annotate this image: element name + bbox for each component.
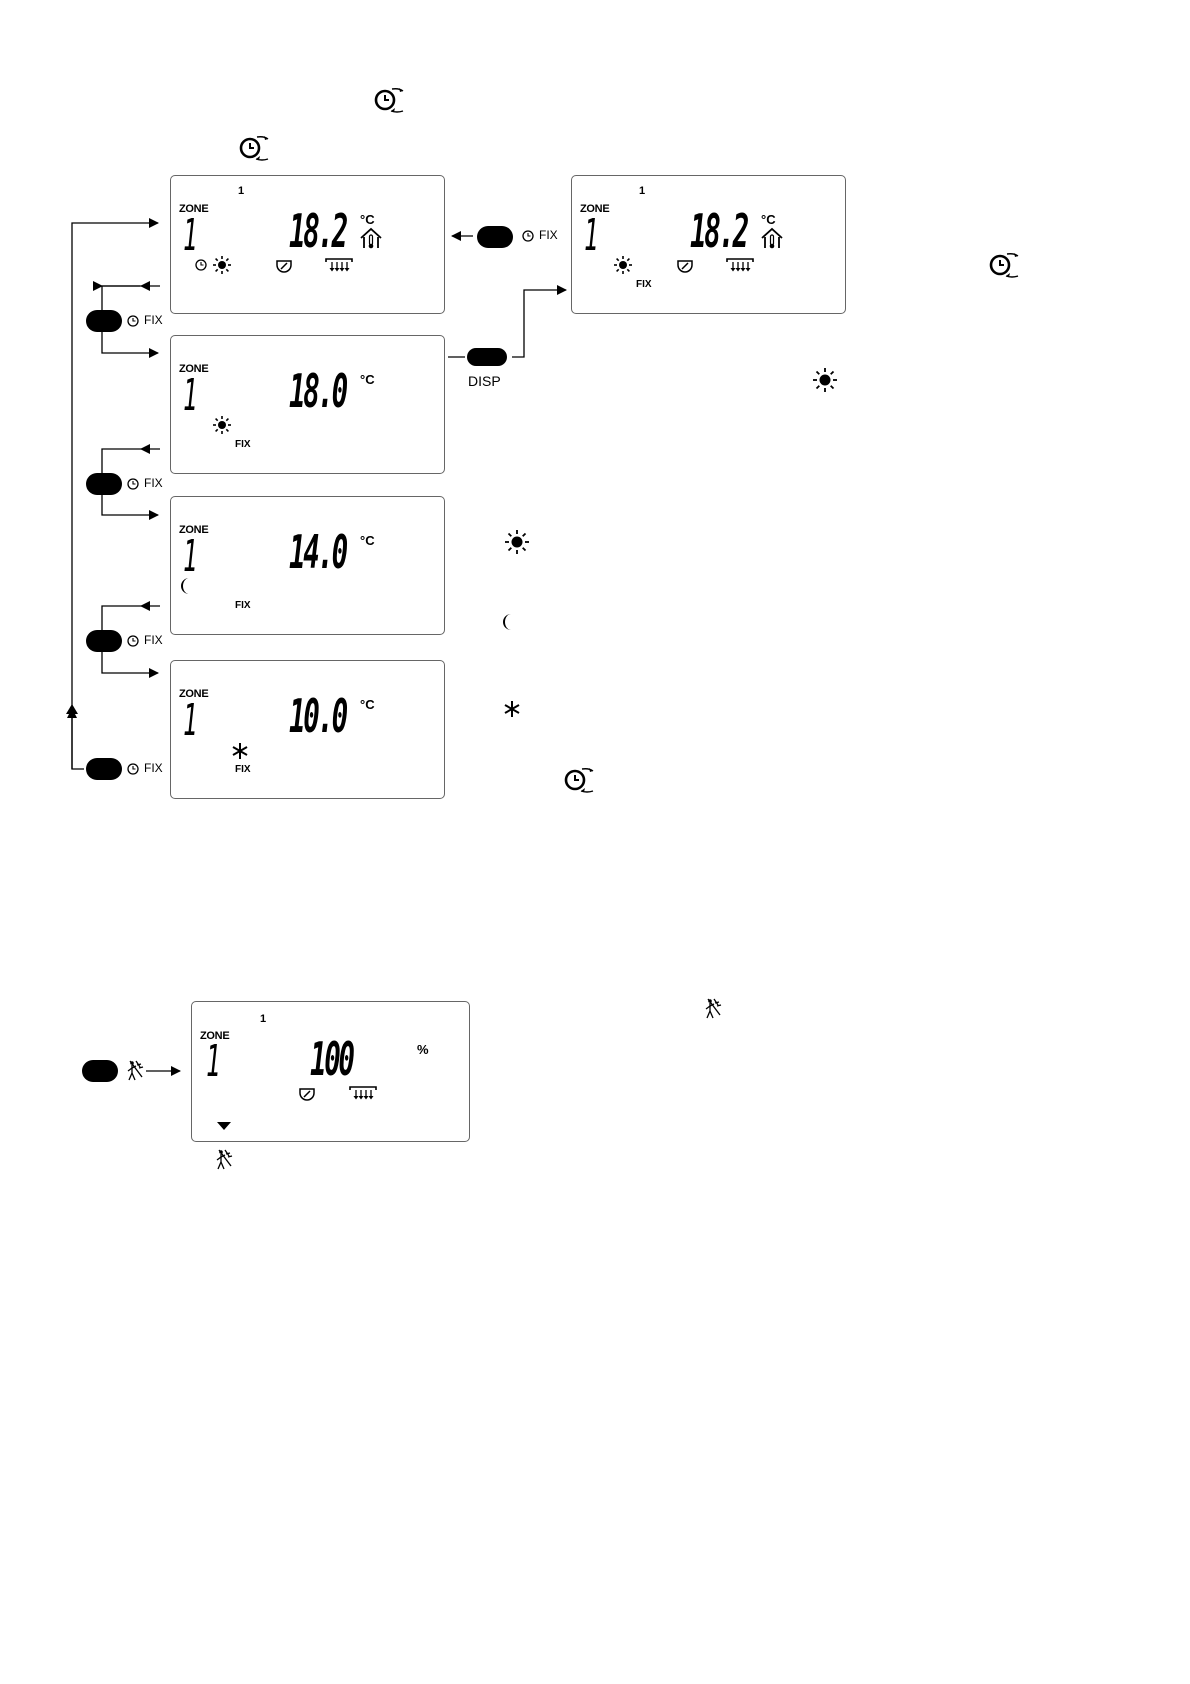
disp-label: DISP bbox=[468, 373, 501, 389]
clock-cycle-icon bbox=[1000, 265, 1001, 266]
zone-number: 1 bbox=[183, 535, 196, 579]
fix-label: FIX bbox=[539, 228, 558, 242]
valve-icon bbox=[685, 266, 686, 267]
mode-button[interactable] bbox=[86, 630, 122, 652]
fix-label: FIX bbox=[144, 313, 163, 327]
down-arrow-indicator-icon bbox=[224, 1126, 225, 1127]
chimney-sweep-button[interactable] bbox=[82, 1060, 118, 1082]
chimney-sweep-icon bbox=[223, 1160, 224, 1161]
temperature-value: 14.0 bbox=[289, 529, 346, 575]
clock-icon bbox=[201, 265, 202, 266]
sun-icon bbox=[222, 265, 223, 266]
modulation-value: 100 bbox=[310, 1036, 353, 1082]
mode-button[interactable] bbox=[477, 226, 513, 248]
radiator-icon bbox=[740, 264, 741, 265]
temperature-value: 18.2 bbox=[690, 208, 747, 254]
valve-icon bbox=[307, 1094, 308, 1095]
channel-number: 1 bbox=[238, 185, 244, 197]
moon-icon bbox=[186, 586, 187, 587]
temperature-unit: °C bbox=[360, 697, 375, 712]
zone-number: 1 bbox=[584, 214, 597, 258]
fix-indicator: FIX bbox=[235, 439, 251, 450]
radiator-icon bbox=[339, 264, 340, 265]
valve-icon bbox=[284, 266, 285, 267]
moon-icon bbox=[508, 622, 509, 623]
sun-icon bbox=[222, 425, 223, 426]
clock-icon bbox=[528, 236, 529, 237]
house-thermometer-icon bbox=[371, 239, 372, 240]
clock-cycle-icon bbox=[575, 780, 576, 781]
temperature-unit: °C bbox=[761, 212, 776, 227]
temperature-value: 18.0 bbox=[289, 368, 346, 414]
lcd-display-chimney-sweep: 1 ZONE 1 100 % bbox=[191, 1001, 470, 1142]
lcd-display-frost: ZONE 1 10.0 °C FIX bbox=[170, 660, 445, 799]
sun-icon bbox=[825, 380, 826, 381]
temperature-unit: °C bbox=[360, 533, 375, 548]
clock-icon bbox=[133, 769, 134, 770]
clock-icon bbox=[133, 641, 134, 642]
clock-icon bbox=[133, 484, 134, 485]
fix-indicator: FIX bbox=[235, 764, 251, 775]
temperature-value: 18.2 bbox=[289, 208, 346, 254]
fix-label: FIX bbox=[144, 633, 163, 647]
mode-button[interactable] bbox=[86, 758, 122, 780]
fix-label: FIX bbox=[144, 476, 163, 490]
chimney-sweep-icon bbox=[712, 1009, 713, 1010]
lcd-display-comfort: ZONE 1 18.0 °C FIX bbox=[170, 335, 445, 474]
temperature-value: 10.0 bbox=[289, 693, 346, 739]
lcd-display-fix: 1 ZONE 1 18.2 °C FIX bbox=[571, 175, 846, 314]
house-thermometer-icon bbox=[772, 239, 773, 240]
snowflake-icon bbox=[512, 709, 513, 710]
mode-button[interactable] bbox=[86, 473, 122, 495]
mode-button[interactable] bbox=[86, 310, 122, 332]
percent-unit: % bbox=[417, 1042, 429, 1057]
clock-icon bbox=[133, 321, 134, 322]
fix-indicator: FIX bbox=[636, 279, 652, 290]
disp-button[interactable] bbox=[467, 348, 507, 366]
zone-number: 1 bbox=[183, 214, 196, 258]
zone-number: 1 bbox=[183, 699, 196, 743]
temperature-unit: °C bbox=[360, 372, 375, 387]
zone-number: 1 bbox=[206, 1040, 219, 1084]
fix-label: FIX bbox=[144, 761, 163, 775]
channel-number: 1 bbox=[260, 1013, 266, 1025]
lcd-display-economy: ZONE 1 14.0 °C FIX bbox=[170, 496, 445, 635]
snowflake-icon bbox=[240, 751, 241, 752]
lcd-display-auto: 1 ZONE 1 18.2 °C bbox=[170, 175, 445, 314]
fix-indicator: FIX bbox=[235, 600, 251, 611]
sun-icon bbox=[623, 265, 624, 266]
channel-number: 1 bbox=[639, 185, 645, 197]
sun-icon bbox=[517, 542, 518, 543]
zone-number: 1 bbox=[183, 374, 196, 418]
radiator-icon bbox=[363, 1092, 364, 1093]
chimney-sweep-icon bbox=[134, 1071, 135, 1072]
temperature-unit: °C bbox=[360, 212, 375, 227]
